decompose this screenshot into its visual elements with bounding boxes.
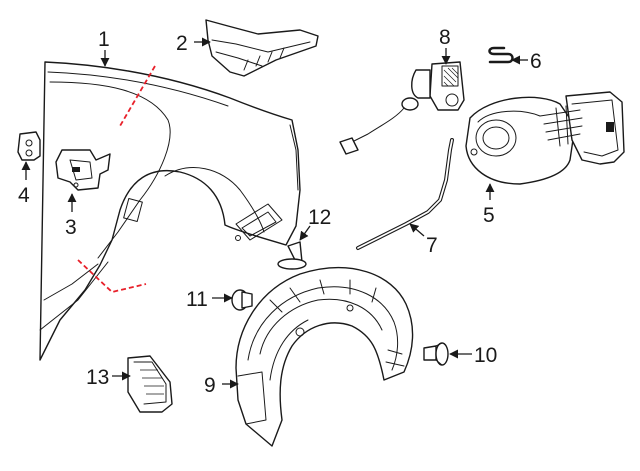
callout-12: 12: [308, 206, 331, 229]
side-bracket[interactable]: [55, 149, 111, 191]
quarter-panel[interactable]: [39, 61, 301, 361]
door-actuator[interactable]: [339, 61, 465, 155]
wheelhouse-liner[interactable]: [235, 267, 414, 447]
push-rivet[interactable]: [231, 289, 253, 311]
push-clip[interactable]: [277, 241, 307, 270]
hex-bolt[interactable]: [423, 342, 449, 366]
pressure-vent[interactable]: [127, 355, 173, 413]
fuel-door-assembly[interactable]: [465, 91, 625, 185]
callout-8: 8: [439, 26, 451, 49]
callout-leaders: [21, 37, 528, 389]
callout-1: 1: [98, 28, 110, 51]
callout-13: 13: [86, 366, 109, 389]
drain-tube[interactable]: [356, 138, 454, 250]
callout-11: 11: [186, 288, 208, 311]
callout-3: 3: [65, 216, 77, 239]
callout-4: 4: [18, 184, 30, 207]
callout-5: 5: [483, 204, 495, 227]
callout-2: 2: [176, 32, 188, 55]
callout-6: 6: [530, 50, 542, 73]
mounting-bracket[interactable]: [205, 19, 319, 77]
spring-clip[interactable]: [488, 46, 514, 64]
callout-labels: 1 2 3 4 5 6 7 8 9 10 11 12 13: [18, 26, 542, 397]
callout-9: 9: [204, 374, 216, 397]
retaining-clip[interactable]: [17, 131, 41, 161]
callout-7: 7: [426, 234, 438, 257]
callout-10: 10: [474, 344, 497, 367]
